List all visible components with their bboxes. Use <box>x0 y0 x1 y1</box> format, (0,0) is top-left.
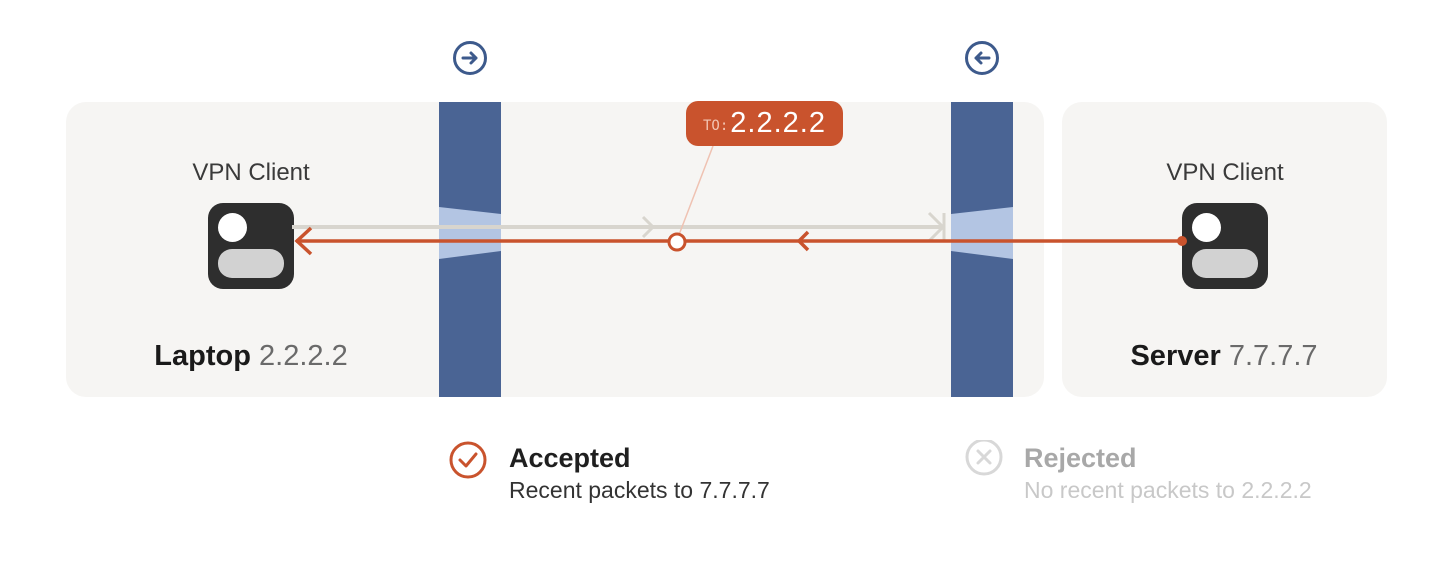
rejected-subtitle: No recent packets to 2.2.2.2 <box>1024 477 1312 503</box>
accepted-title: Accepted <box>509 443 631 473</box>
outbound-chevron <box>641 215 656 239</box>
x-circle-icon <box>965 440 1003 476</box>
server-ip: 7.7.7.7 <box>1228 340 1318 372</box>
check-circle-icon <box>449 441 487 479</box>
tag-leader-line <box>676 145 714 241</box>
firewall-right-beam <box>951 207 1013 259</box>
tag-value: 2.2.2.2 <box>730 107 826 139</box>
firewall-left-beam <box>439 207 501 259</box>
laptop-title: Laptop 2.2.2.2 <box>91 340 411 373</box>
server-name: Server <box>1130 340 1221 372</box>
server-vpn-client-icon <box>1182 203 1268 289</box>
packet-destination-tag: TO: 2.2.2.2 <box>686 101 843 146</box>
tag-prefix: TO: <box>703 117 729 134</box>
rejected-title: Rejected <box>1024 443 1137 473</box>
return-arrowhead <box>294 226 313 256</box>
outbound-arrowhead <box>927 211 946 243</box>
server-title: Server 7.7.7.7 <box>1064 340 1384 373</box>
arrow-right-circle-icon <box>453 41 487 75</box>
laptop-ip: 2.2.2.2 <box>259 340 348 372</box>
return-origin-dot <box>1177 236 1187 246</box>
server-client-label: VPN Client <box>1166 159 1284 186</box>
packet-marker <box>667 232 687 252</box>
laptop-name: Laptop <box>154 340 251 372</box>
arrow-left-circle-icon <box>965 41 999 75</box>
laptop-vpn-client-icon <box>208 203 294 289</box>
accepted-subtitle: Recent packets to 7.7.7.7 <box>509 477 770 503</box>
laptop-client-label: VPN Client <box>192 159 310 186</box>
return-chevron <box>796 230 810 252</box>
